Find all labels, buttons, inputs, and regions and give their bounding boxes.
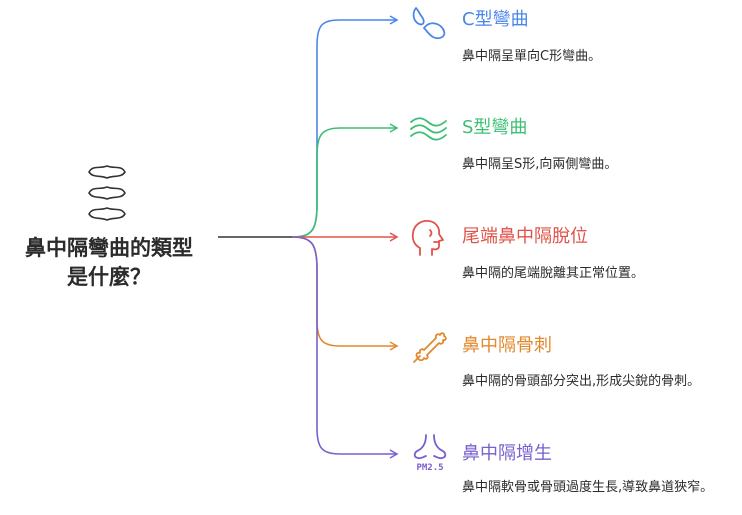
branch-description-c-curve: 鼻中隔呈單向C形彎曲。 bbox=[462, 49, 602, 64]
branch-title-s-curve: S型彎曲 bbox=[462, 117, 528, 138]
branch-description-hyperplasia: 鼻中隔軟骨或骨頭過度生長,導致鼻道狹窄。 bbox=[462, 480, 714, 495]
central-title-line-1: 鼻中隔彎曲的類型 bbox=[25, 236, 193, 260]
branch-description-caudal-dislocation: 鼻中隔的尾端脫離其正常位置。 bbox=[462, 266, 645, 281]
branch-connector-hyperplasia bbox=[291, 236, 399, 459]
branch-connector-spur bbox=[291, 236, 399, 351]
c-curve-drop-icon bbox=[412, 7, 446, 40]
branch-description-s-curve: 鼻中隔呈S形,向兩側彎曲。 bbox=[462, 157, 618, 172]
nose-pm25-icon: PM2.5 bbox=[413, 434, 447, 472]
branch-description-bone-spur: 鼻中隔的骨頭部分突出,形成尖銳的骨刺。 bbox=[462, 374, 701, 389]
branch-title-caudal-dislocation: 尾端鼻中隔脫位 bbox=[462, 226, 588, 247]
bone-spur-icon bbox=[413, 332, 447, 363]
branch-title-bone-spur: 鼻中隔骨刺 bbox=[462, 335, 552, 356]
waves-icon bbox=[410, 117, 447, 141]
branch-title-c-curve: C型彎曲 bbox=[462, 9, 529, 30]
branch-title-hyperplasia: 鼻中隔增生 bbox=[462, 443, 552, 464]
pm25-label: PM2.5 bbox=[416, 463, 443, 472]
central-topic-title: 鼻中隔彎曲的類型 是什麼？ bbox=[0, 234, 218, 292]
head-profile-icon bbox=[411, 220, 444, 256]
branch-connector-s-curve bbox=[291, 123, 399, 238]
spine-vertebrae-icon bbox=[88, 165, 126, 221]
central-title-line-2: 是什麼？ bbox=[67, 265, 151, 289]
